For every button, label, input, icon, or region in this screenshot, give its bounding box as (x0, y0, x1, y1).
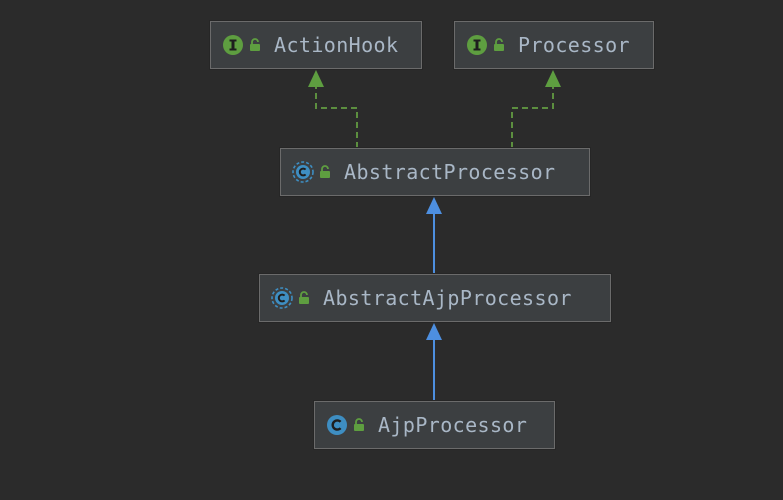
abstract-class-icon (271, 287, 293, 309)
edge-abstractprocessor-implements-actionhook (315, 87, 358, 148)
node-label-processor: Processor (518, 33, 630, 57)
node-label-ajpprocessor: AjpProcessor (378, 413, 528, 437)
arrowhead-abstractprocessor (426, 197, 442, 214)
arrowhead-processor (545, 70, 561, 87)
edge-abstractprocessor-implements-processor (511, 87, 554, 148)
node-abstractajpprocessor[interactable]: AbstractAjpProcessor (259, 274, 611, 322)
public-lock-icon (250, 38, 260, 51)
node-label-actionhook: ActionHook (274, 33, 399, 57)
node-processor[interactable]: Processor (454, 21, 654, 69)
arrowhead-abstractajpprocessor (426, 323, 442, 340)
interface-icon (223, 35, 243, 55)
node-actionhook[interactable]: ActionHook (210, 21, 422, 69)
node-label-abstractajpprocessor: AbstractAjpProcessor (323, 286, 572, 310)
public-lock-icon (299, 291, 309, 304)
public-lock-icon (320, 165, 330, 178)
class-icon (327, 415, 347, 435)
abstract-class-icon (292, 161, 314, 183)
interface-icon (467, 35, 487, 55)
node-ajpprocessor[interactable]: AjpProcessor (314, 401, 555, 449)
node-abstractprocessor[interactable]: AbstractProcessor (280, 148, 590, 196)
public-lock-icon (354, 418, 364, 431)
arrowhead-actionhook (308, 70, 324, 87)
public-lock-icon (494, 38, 504, 51)
node-label-abstractprocessor: AbstractProcessor (344, 160, 556, 184)
